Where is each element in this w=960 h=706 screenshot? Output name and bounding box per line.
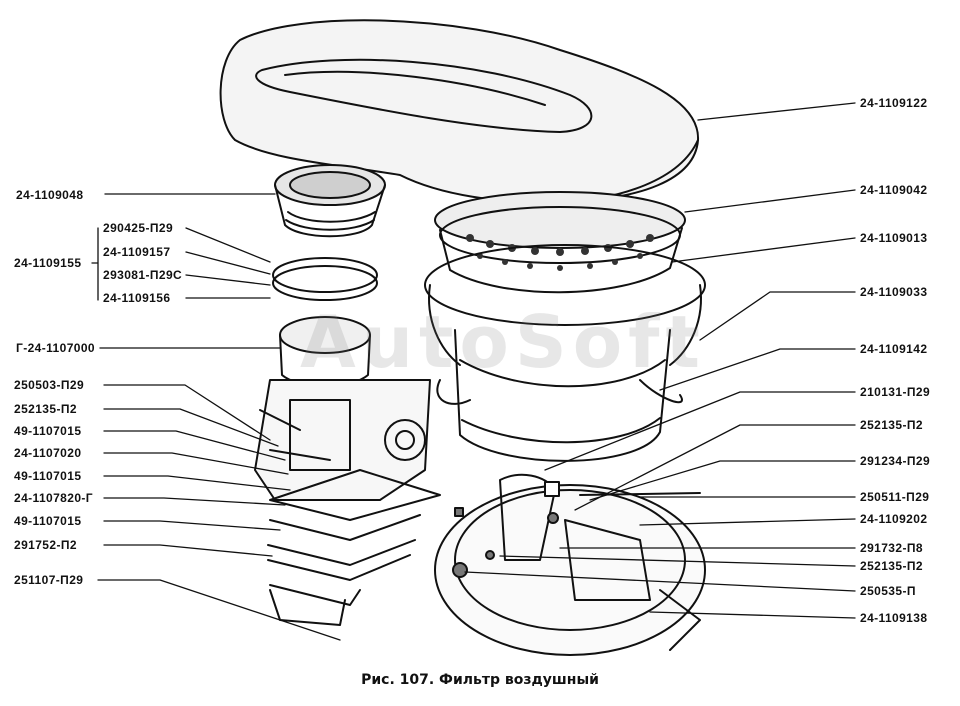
label-right-24-1109042: 24-1109042	[860, 183, 928, 197]
label-left-49-1107015-b: 49-1107015	[14, 469, 82, 483]
label-left-24-1107820-g: 24-1107820-Г	[14, 491, 93, 505]
label-right-24-1109033: 24-1109033	[860, 285, 928, 299]
leader-lines-left	[91, 193, 341, 641]
label-right-24-1109202: 24-1109202	[860, 512, 928, 526]
label-right-291732-p8: 291732-П8	[860, 541, 923, 555]
label-left-290425-p29: 290425-П29	[103, 221, 174, 235]
clamp-band	[272, 257, 378, 301]
seal-ring	[274, 164, 386, 238]
label-left-250503-p29: 250503-П29	[14, 378, 85, 392]
carburetor	[254, 316, 431, 501]
label-left-291752-p2: 291752-П2	[14, 538, 77, 552]
label-right-24-1109122: 24-1109122	[860, 96, 928, 110]
label-left-252135-p2: 252135-П2	[14, 402, 77, 416]
label-left-24-1109156: 24-1109156	[103, 291, 171, 305]
filter-housing	[424, 244, 706, 462]
label-right-210131-p29: 210131-П29	[860, 385, 931, 399]
base-gaskets	[267, 469, 441, 626]
filter-body-pan	[434, 473, 706, 656]
label-left-24-1109157: 24-1109157	[103, 245, 171, 259]
label-right-24-1109013: 24-1109013	[860, 231, 928, 245]
label-right-252135-p2-a: 252135-П2	[860, 418, 923, 432]
filter-element	[434, 191, 686, 294]
label-left-49-1107015-c: 49-1107015	[14, 514, 82, 528]
figure-caption: Рис. 107. Фильтр воздушный	[361, 672, 599, 688]
label-right-250535-p: 250535-П	[860, 584, 916, 598]
label-right-252135-p2-b: 252135-П2	[860, 559, 923, 573]
label-right-250511-p29: 250511-П29	[860, 490, 930, 504]
watermark: AutoSoft	[300, 300, 706, 384]
hardware	[452, 481, 560, 578]
label-right-24-1109138: 24-1109138	[860, 611, 928, 625]
label-left-24-1109155: 24-1109155	[14, 256, 82, 270]
label-left-293081-p29s: 293081-П29С	[103, 268, 183, 282]
leader-lines-right	[464, 102, 856, 619]
label-left-g-24-1107000: Г-24-1107000	[16, 341, 95, 355]
label-left-24-1109048: 24-1109048	[16, 188, 84, 202]
label-left-49-1107015-a: 49-1107015	[14, 424, 82, 438]
label-left-251107-p29: 251107-П29	[14, 573, 84, 587]
label-right-291234-p29: 291234-П29	[860, 454, 931, 468]
label-right-24-1109142: 24-1109142	[860, 342, 928, 356]
label-left-24-1107020: 24-1107020	[14, 446, 82, 460]
